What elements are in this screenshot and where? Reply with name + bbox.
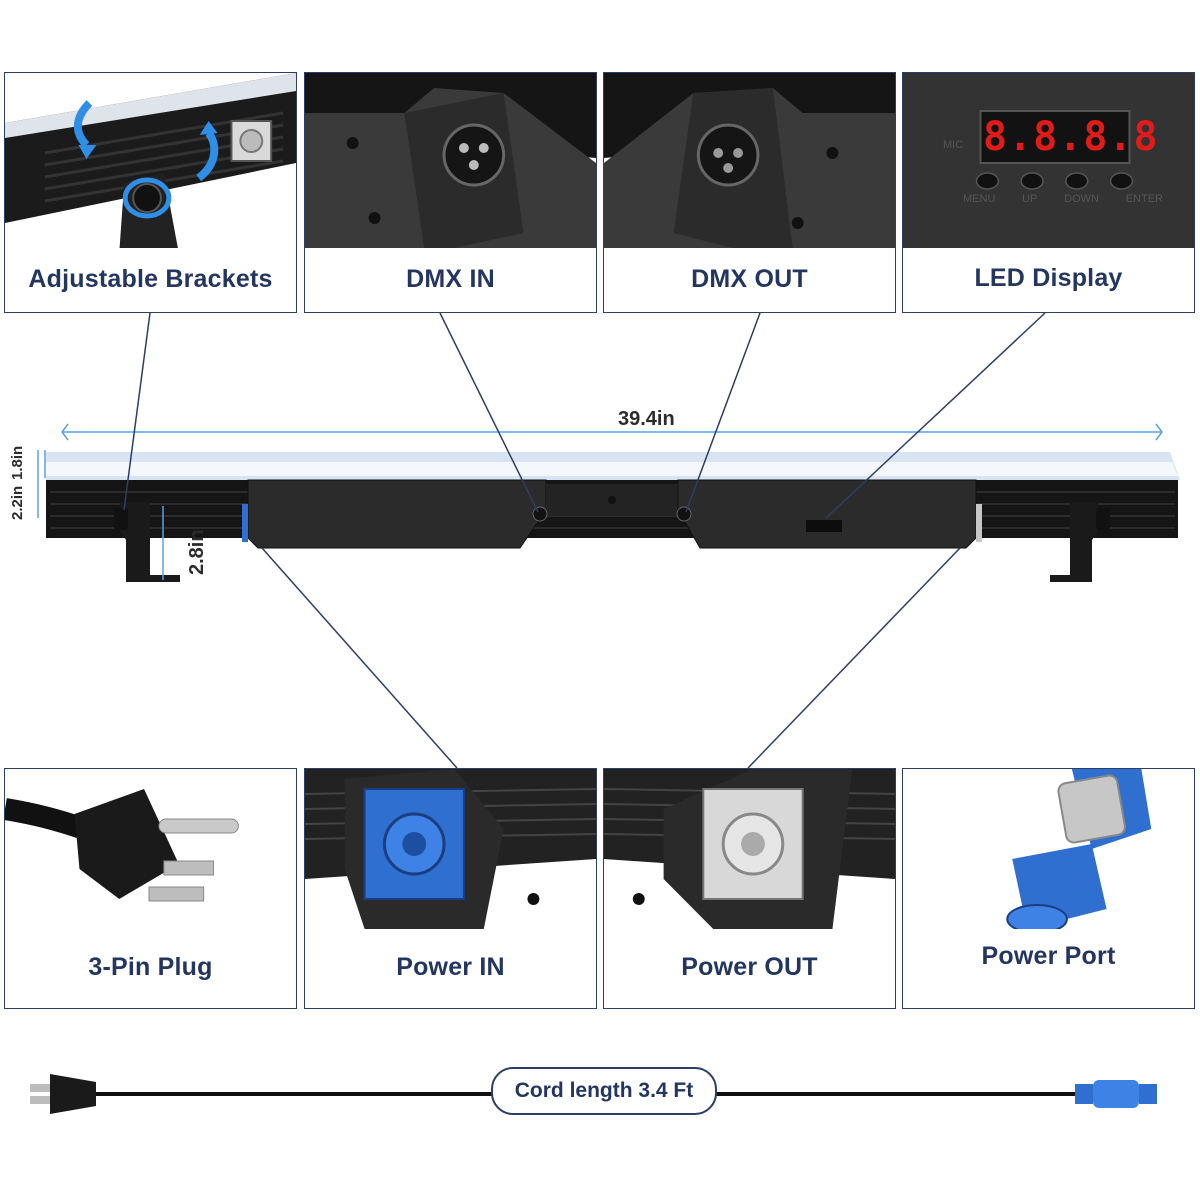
up-button-label: UP (1022, 193, 1038, 205)
panel-adjustable-brackets: Adjustable Brackets (4, 72, 297, 313)
label-dmx-out: DMX OUT (691, 265, 808, 293)
panel-dmx-in: DMX IN (304, 72, 597, 313)
down-button-label: DOWN (1064, 193, 1099, 205)
label-adjustable-brackets: Adjustable Brackets (28, 265, 273, 293)
label-power-in: Power IN (396, 953, 505, 981)
dmx-in-closeup-image (305, 73, 596, 248)
length-dimension: 39.4in (618, 408, 675, 430)
label-three-pin-plug: 3-Pin Plug (88, 953, 213, 981)
enter-button-label: ENTER (1125, 193, 1163, 205)
label-power-out: Power OUT (681, 953, 818, 981)
mic-label: MIC (943, 139, 964, 151)
display-button-labels: MENU UP DOWN ENTER (963, 193, 1163, 205)
menu-button-label: MENU (963, 193, 996, 205)
plug-closeup-image (5, 769, 296, 929)
panel-power-in: Power IN (304, 768, 597, 1009)
bracket-height-dimension: 2.8in (186, 529, 208, 575)
label-led-display: LED Display (974, 264, 1123, 292)
light-bar-image (37, 423, 1180, 582)
power-out-closeup-image (604, 769, 895, 929)
led-digits: 8.8.8.8 (983, 114, 1159, 160)
dmx-out-closeup-image (604, 73, 895, 248)
led-display-closeup-image: 8.8.8.8 MIC MENU UP DOWN ENTER (903, 73, 1194, 248)
height-side-dimension: 2.2in (9, 485, 26, 520)
bracket-closeup-image (5, 73, 296, 248)
height-front-dimension: 1.8in (9, 445, 26, 480)
power-in-closeup-image (305, 769, 596, 929)
panel-power-port: Power Port (902, 768, 1195, 1009)
panel-power-out: Power OUT (603, 768, 896, 1009)
power-port-closeup-image (903, 769, 1194, 929)
label-power-port: Power Port (981, 942, 1116, 970)
panel-three-pin-plug: 3-Pin Plug (4, 768, 297, 1009)
label-dmx-in: DMX IN (406, 265, 495, 293)
panel-dmx-out: DMX OUT (603, 72, 896, 313)
cord-length-badge: Cord length 3.4 Ft (491, 1067, 717, 1115)
panel-led-display: 8.8.8.8 MIC MENU UP DOWN ENTER LED Displ… (902, 72, 1195, 313)
